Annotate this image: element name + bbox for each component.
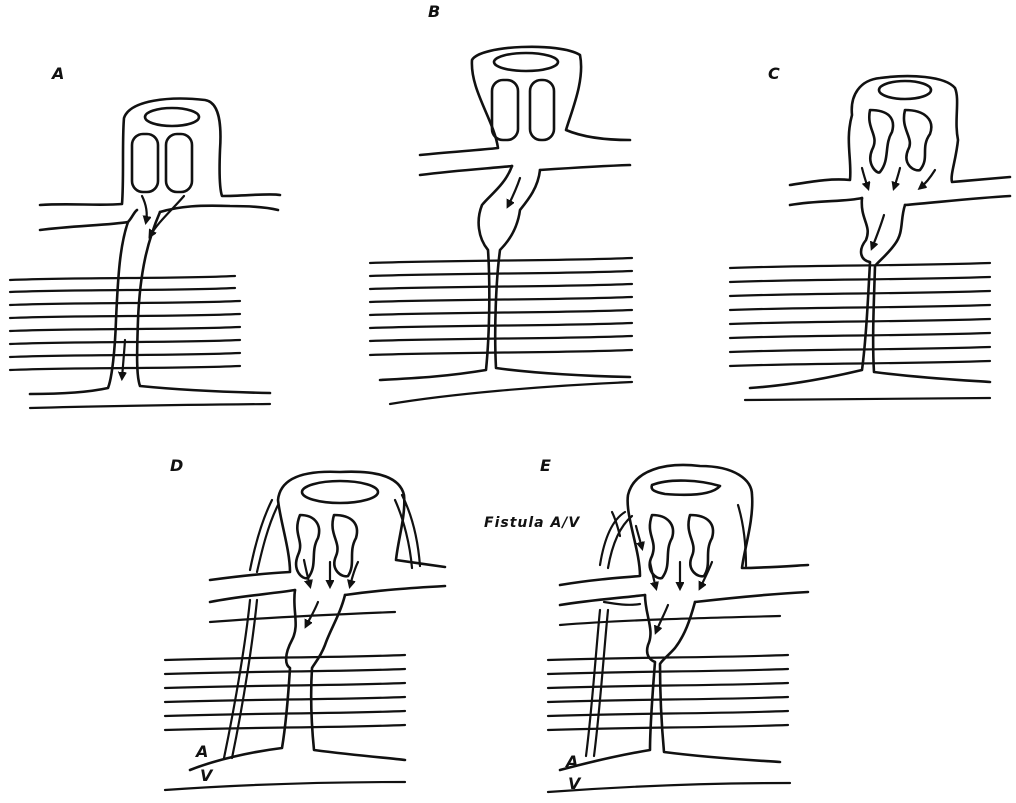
panel-b-diagram — [370, 47, 632, 404]
panel-e-villus — [548, 465, 808, 792]
panel-c-diagram — [730, 76, 1010, 400]
panel-a-label: A — [52, 66, 64, 82]
panel-a-arrows — [122, 196, 184, 378]
panel-e-vein-label: V — [568, 776, 580, 792]
panel-b-label: B — [428, 4, 440, 20]
panel-e-label: E — [540, 458, 551, 474]
panel-a-strata — [10, 276, 240, 370]
panel-e-strata — [548, 655, 788, 730]
panel-d-vein-label: V — [200, 768, 212, 784]
panel-b-strata — [370, 258, 632, 355]
panel-e-diagram — [548, 465, 808, 792]
panel-c-strata — [730, 263, 990, 366]
panel-b-arrows — [508, 178, 520, 206]
panel-d-label: D — [170, 458, 183, 474]
panel-c-label: C — [768, 66, 780, 82]
panel-a-diagram — [10, 99, 280, 408]
panel-e-artery-label: A — [566, 754, 578, 770]
fistula-av-label: Fistula A/V — [484, 516, 580, 530]
panel-d-artery-label: A — [196, 744, 208, 760]
panel-a-villus — [30, 99, 280, 408]
